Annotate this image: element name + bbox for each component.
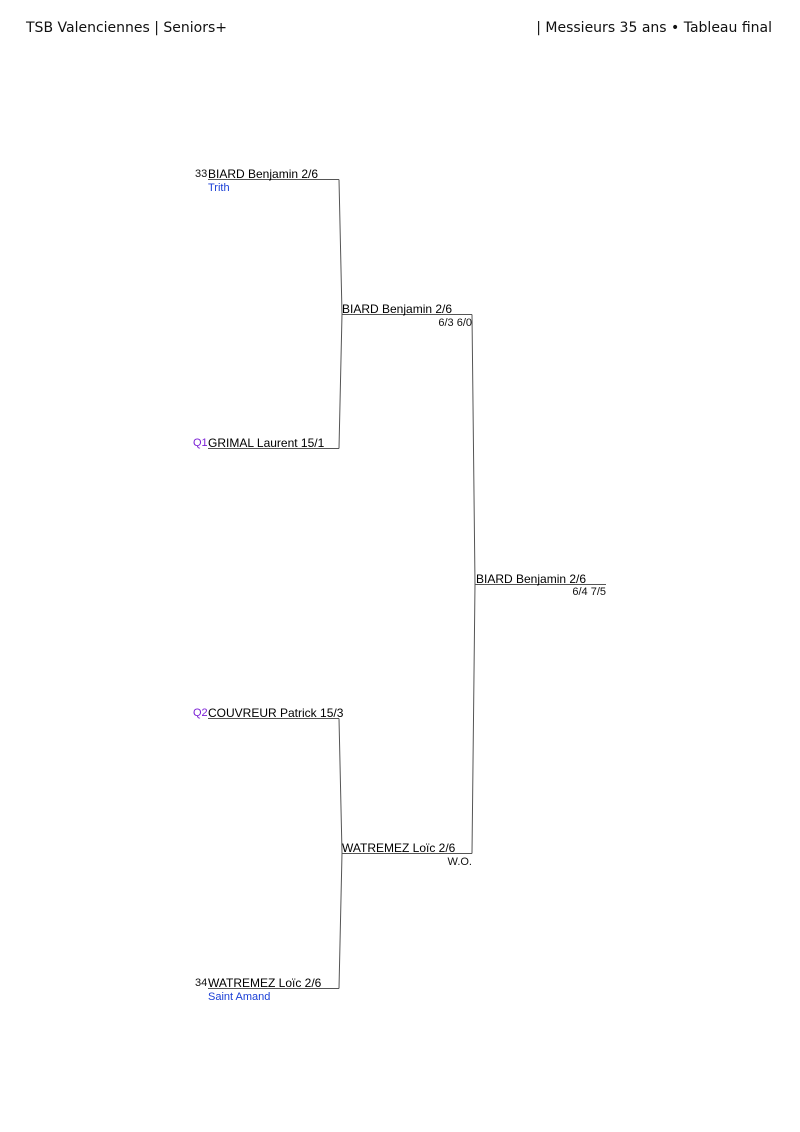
page-header: TSB Valenciennes | Seniors+ | Messieurs …	[0, 20, 800, 42]
player-club: Trith	[208, 182, 230, 194]
seed-label: Q2	[193, 707, 208, 719]
player-club: Saint Amand	[208, 991, 271, 1003]
match-score: W.O.	[447, 856, 472, 868]
page-title: TSB Valenciennes | Seniors+	[26, 20, 228, 36]
match-score: 6/3 6/0	[438, 317, 472, 329]
player-name: GRIMAL Laurent 15/1	[208, 436, 325, 450]
winner-name: BIARD Benjamin 2/6	[342, 302, 453, 316]
final-score: 6/4 7/5	[572, 586, 606, 598]
champion-name: BIARD Benjamin 2/6	[476, 572, 587, 586]
seed-label: 33	[195, 168, 208, 180]
player-name: WATREMEZ Loïc 2/6	[208, 976, 322, 990]
draw-title: | Messieurs 35 ans • Tableau final	[536, 20, 772, 36]
player-name: BIARD Benjamin 2/6	[208, 167, 319, 181]
winner-name: WATREMEZ Loïc 2/6	[342, 841, 456, 855]
player-name: COUVREUR Patrick 15/3	[208, 706, 344, 720]
bracket-connector-3	[471, 314, 476, 854]
seed-label: 34	[195, 977, 208, 989]
seed-label: Q1	[193, 437, 208, 449]
